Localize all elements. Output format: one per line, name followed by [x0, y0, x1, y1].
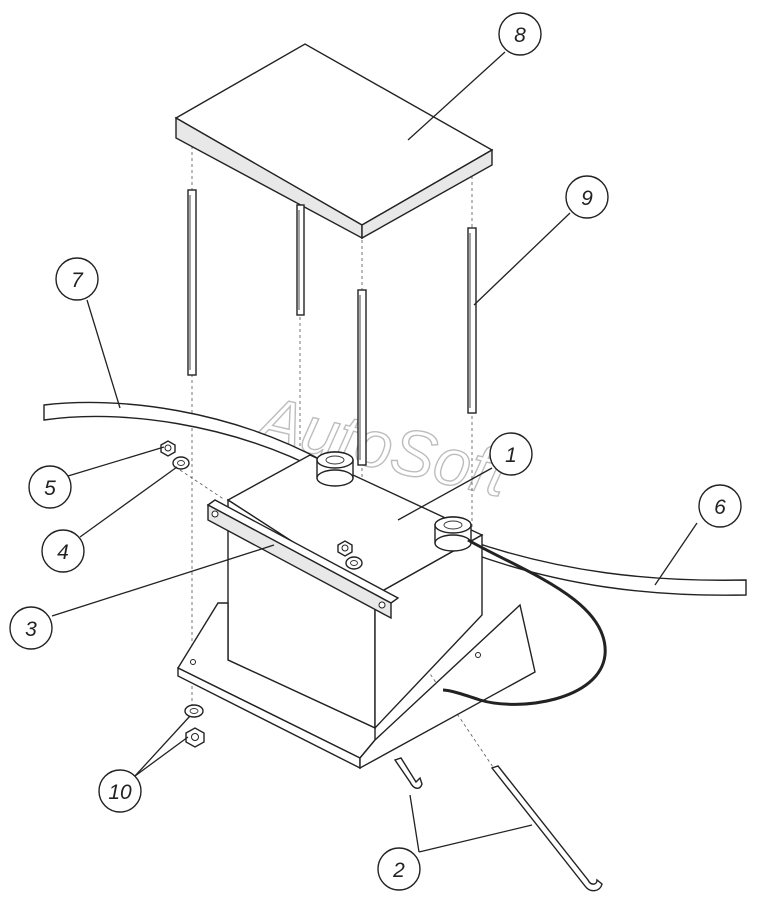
- leader-lines: [51, 51, 698, 853]
- callout-7-label: 7: [71, 269, 84, 292]
- right-cable-tube: [467, 539, 747, 596]
- battery-tray: [177, 602, 536, 770]
- callout-2-label: 2: [392, 859, 405, 882]
- j-bolts: [393, 757, 603, 892]
- callout-1-label: 1: [505, 444, 517, 467]
- nut-center: [337, 540, 363, 570]
- rod: [357, 289, 367, 466]
- callout-5-label: 5: [44, 477, 56, 500]
- callout-9-label: 9: [581, 187, 593, 210]
- washer-nut-part-10: [184, 704, 205, 748]
- callout-10: 10: [98, 769, 142, 813]
- callout-2: 2: [377, 847, 421, 891]
- battery-terminal-left: [316, 451, 354, 487]
- callout-3-label: 3: [25, 618, 37, 641]
- nut-part-5: [160, 440, 176, 457]
- callout-9: 9: [565, 175, 609, 219]
- ground-cable: [442, 538, 607, 706]
- callout-8: 8: [498, 12, 542, 56]
- callout-10-label: 10: [108, 781, 132, 804]
- callout-8-label: 8: [514, 24, 526, 47]
- rod: [296, 204, 305, 316]
- rod: [467, 227, 477, 414]
- battery: [226, 451, 484, 730]
- washer-part-4: [172, 456, 190, 470]
- callout-3: 3: [9, 606, 53, 650]
- callout-7: 7: [55, 257, 99, 301]
- callout-4-label: 4: [57, 541, 69, 564]
- callout-4: 4: [41, 529, 85, 573]
- clamp-bar: [206, 499, 400, 620]
- top-cover-plate: [174, 43, 494, 240]
- threaded-rods: [187, 189, 477, 466]
- callout-1: 1: [489, 432, 533, 476]
- battery-terminal-right: [434, 516, 472, 552]
- callout-6: 6: [698, 484, 742, 528]
- callout-6-label: 6: [714, 496, 726, 519]
- callout-5: 5: [28, 465, 72, 509]
- rod: [187, 189, 197, 376]
